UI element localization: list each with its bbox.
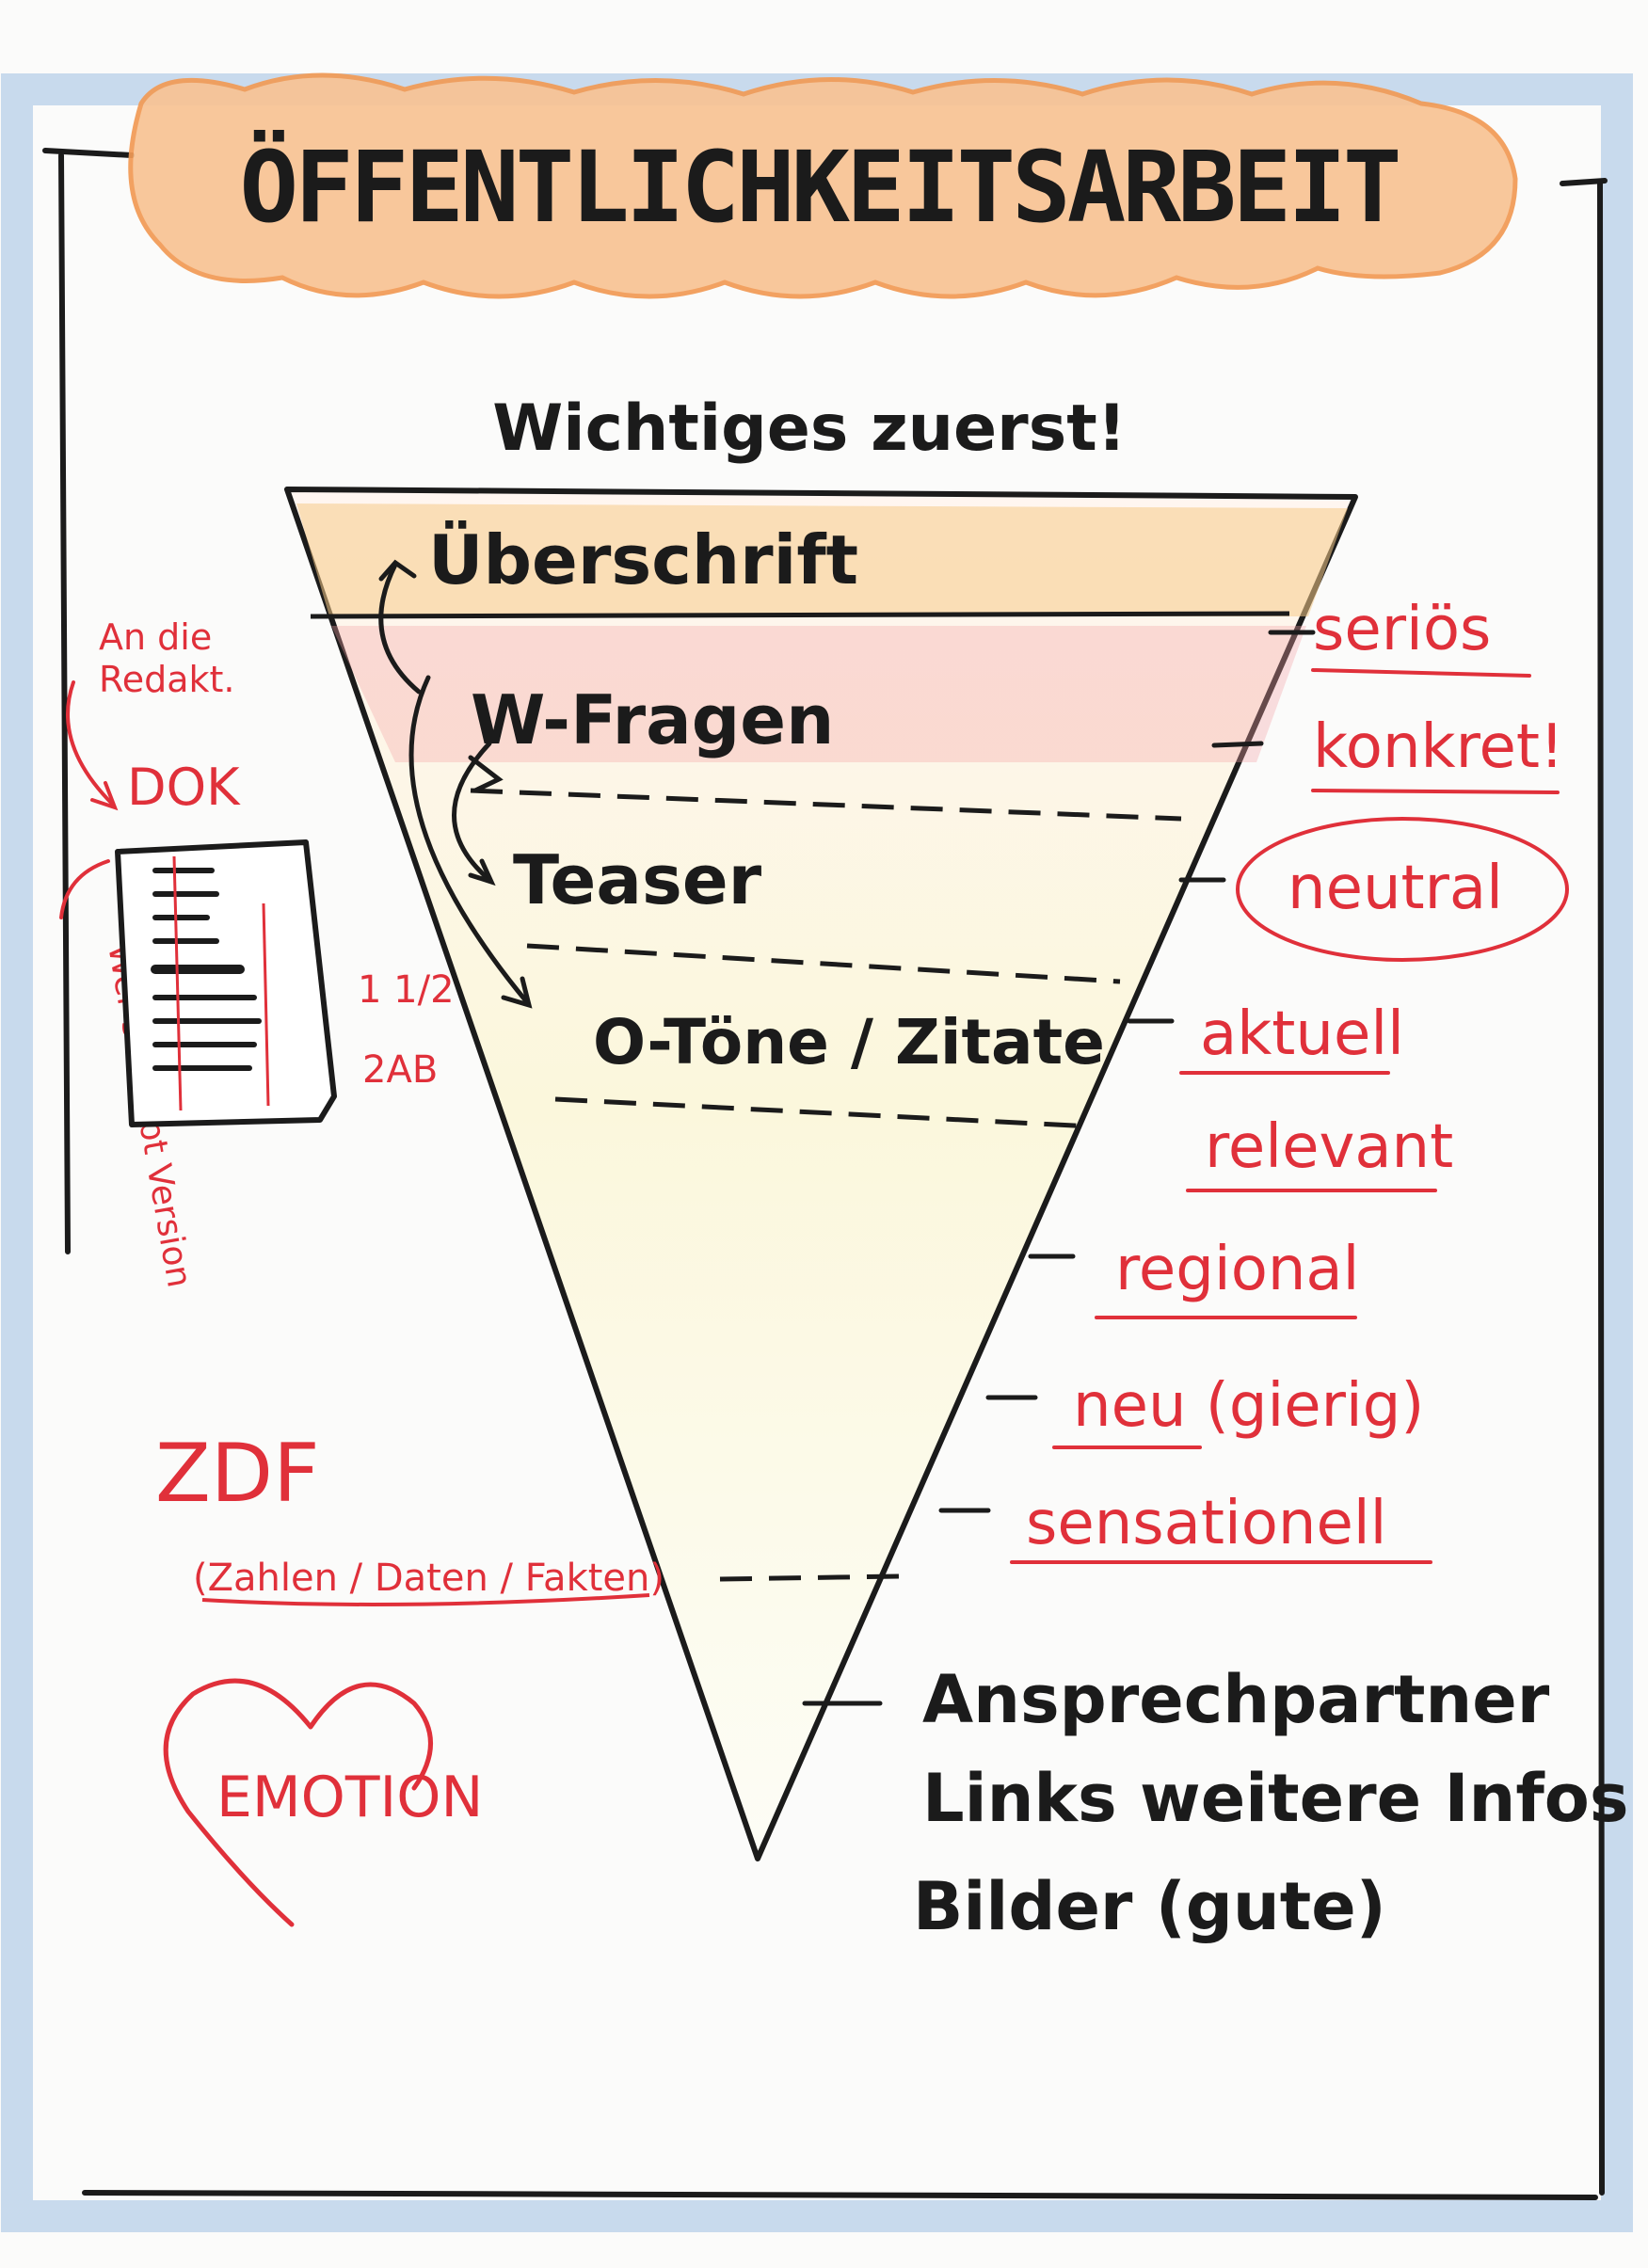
quality-aktuell: aktuell (1200, 999, 1404, 1069)
title-cloud (128, 72, 1518, 299)
inverted-pyramid (284, 487, 1358, 1861)
contact-person: Ansprechpartner (922, 1661, 1550, 1738)
black-frame (42, 148, 1608, 2200)
level-quotes: O-Töne / Zitate (593, 1006, 1105, 1078)
quality-relevant: relevant (1205, 1112, 1453, 1182)
quality-ticks (802, 630, 1316, 1706)
note-fraction-2: 2AB (362, 1048, 438, 1092)
flow-arrows (378, 559, 533, 1009)
level-teaser: Teaser (513, 840, 762, 919)
contact-links: Links weitere Infos (922, 1760, 1629, 1837)
quality-neutral: neutral (1288, 854, 1503, 923)
note-fraction: 1 1/2 (358, 968, 455, 1012)
contacts-list: Ansprechpartner Links weitere Infos Bild… (913, 1661, 1629, 1945)
subtitle: Wichtiges zuerst! (492, 391, 1126, 466)
note-emotion: EMOTION (216, 1765, 483, 1830)
level-w-questions: W-Fragen (471, 680, 834, 759)
quality-sensationell: sensationell (1026, 1489, 1386, 1558)
contact-images: Bilder (gute) (913, 1868, 1386, 1945)
document-icon (115, 839, 337, 1127)
note-zdf: ZDF (155, 1427, 320, 1521)
quality-konkret: konkret! (1313, 712, 1564, 782)
redaktion-arrow (59, 680, 119, 919)
quality-neu: neu (gierig) (1073, 1371, 1424, 1441)
heart-icon (163, 1678, 433, 1927)
note-zdf-detail: (Zahlen / Daten / Fakten) (193, 1557, 664, 1600)
note-redaktion-2: Redakt. (99, 659, 234, 700)
note-redaktion-1: An die (99, 616, 212, 658)
page-title: ÖFFENTLICHKEITSARBEIT (240, 130, 1399, 245)
quality-serioes: seriös (1313, 595, 1491, 664)
zdf-underline (201, 1593, 650, 1606)
quality-regional: regional (1115, 1235, 1359, 1304)
note-dok: DOK (127, 758, 241, 817)
quality-underlines (1010, 668, 1569, 1564)
qualities-list: seriös konkret! neutral aktuell relevant… (1026, 595, 1564, 1558)
level-headline: Überschrift (428, 520, 858, 599)
